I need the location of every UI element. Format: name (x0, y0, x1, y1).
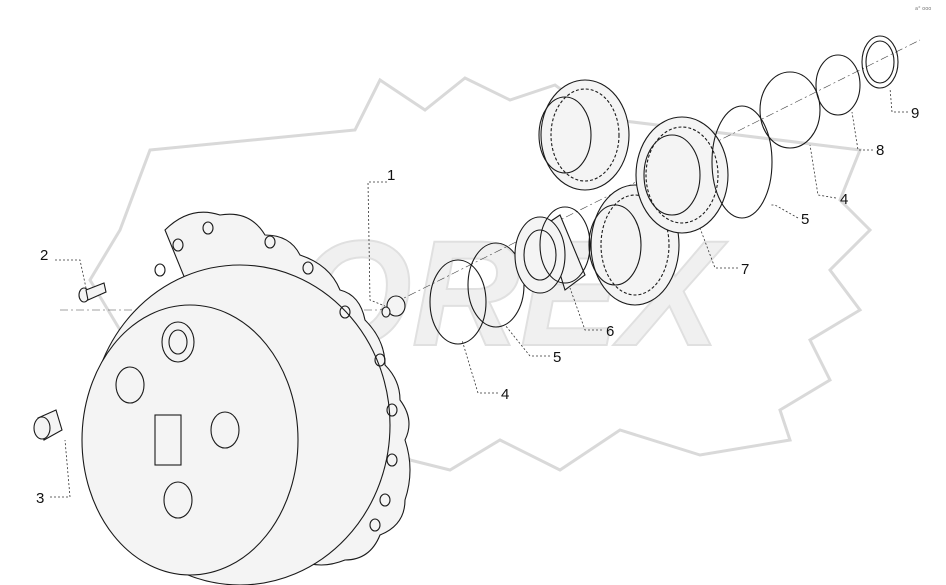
callout-8: 8 (876, 142, 884, 159)
callout-9: 9 (911, 105, 919, 122)
housing-port (161, 321, 195, 363)
part-screw (78, 282, 107, 303)
flange-hole (202, 221, 214, 235)
part-bearing-sleeve (514, 206, 591, 294)
callout-4-left: 4 (501, 386, 509, 403)
snap-ring-right (711, 105, 773, 219)
flange-hole (386, 453, 398, 467)
lock-ring-inner (865, 40, 895, 84)
callout-4-right: 4 (840, 191, 848, 208)
housing-bore-right (210, 411, 240, 449)
callout-3: 3 (36, 490, 44, 507)
housing-bore-upper (115, 366, 145, 404)
housing-face (81, 304, 299, 576)
corner-mark: a° ooo (915, 6, 931, 12)
flange-hole (154, 263, 166, 277)
flange-hole (379, 493, 391, 507)
housing-port-inner (168, 329, 188, 355)
leader-4-left (461, 339, 498, 394)
flange-hole (302, 261, 314, 275)
hub-housing (81, 211, 411, 585)
flange-hole (386, 403, 398, 417)
retaining-ring-right (759, 71, 821, 149)
spacer-ring (815, 54, 861, 116)
flange-hole (369, 518, 381, 532)
cat-logo-plate (154, 414, 182, 466)
retaining-ring-left (429, 259, 487, 345)
gear-center (635, 116, 729, 234)
assembly-axis (60, 39, 921, 311)
leader-2 (55, 259, 87, 289)
flange-hole (374, 353, 386, 367)
gear-upper (538, 79, 630, 191)
lock-ring (861, 35, 899, 89)
leader-9 (889, 87, 908, 113)
leader-8 (851, 111, 873, 151)
flange-hole (339, 305, 351, 319)
callout-7: 7 (741, 261, 749, 278)
leader-6 (569, 287, 602, 331)
callout-2: 2 (40, 247, 48, 264)
part-plug (33, 409, 63, 441)
flange-hole (264, 235, 276, 249)
leader-1 (367, 181, 387, 307)
housing-bore-lower (163, 481, 193, 519)
leader-5-right (770, 204, 799, 219)
part-pin (381, 295, 406, 318)
callout-1: 1 (387, 167, 395, 184)
leader-5-left (504, 324, 550, 357)
leader-3 (50, 439, 71, 498)
callout-5-left: 5 (553, 349, 561, 366)
leader-4-right (809, 144, 837, 199)
callout-5-right: 5 (801, 211, 809, 228)
callout-6: 6 (606, 323, 614, 340)
flange-hole (172, 238, 184, 252)
